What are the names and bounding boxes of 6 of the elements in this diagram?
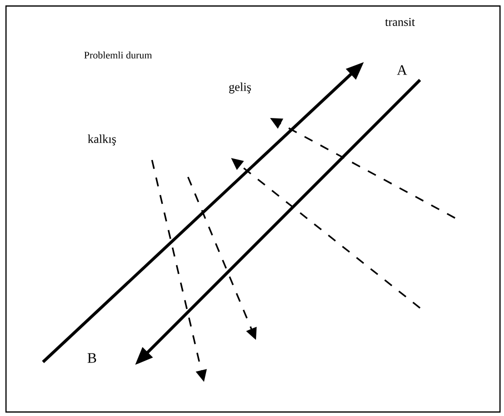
label: geliş (229, 82, 251, 94)
label: kalkış (88, 134, 116, 146)
label: transit (385, 18, 415, 26)
label: A (396, 65, 408, 75)
label: B (88, 353, 96, 363)
label: Problemli durum (84, 51, 152, 59)
